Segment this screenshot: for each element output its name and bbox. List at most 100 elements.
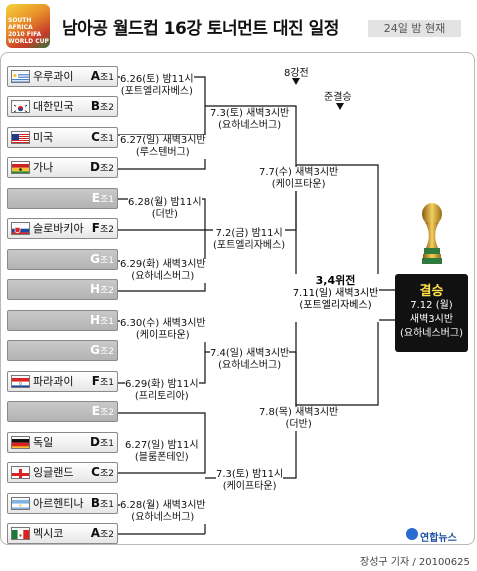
group-rank: 조2 (99, 469, 114, 479)
group-rank: 조1 (99, 439, 114, 449)
team-slot: G조1 (7, 249, 118, 270)
slovakia-flag-icon (11, 222, 30, 235)
group-rank: 조1 (99, 134, 114, 144)
usa-flag-icon (11, 131, 30, 144)
logo-text: SOUTH AFRICA 2010 FIFA WORLD CUP (8, 17, 49, 45)
team-name: 파라과이 (33, 375, 74, 388)
r16-match-5: 6.30(수) 새벽3시반(케이프타운) (120, 318, 206, 342)
third-place-venue: (포트엘리자베스) (299, 300, 372, 311)
group-letter: H (89, 282, 100, 296)
semifinal-label: 준결승 (324, 92, 352, 103)
date-badge: 24일 밤 현재 (368, 20, 461, 37)
group-rank: 조1 (99, 256, 114, 266)
group-position: D조1 (90, 433, 114, 454)
group-letter: G (90, 343, 100, 357)
qf-match-3: 7.4(일) 새벽3시반(요하네스버그) (210, 348, 290, 372)
final-box: 결승 7.12 (월) 새벽3시반 (요하네스버그) (395, 274, 468, 352)
group-letter: A (90, 69, 100, 83)
group-position: C조2 (91, 463, 114, 484)
group-rank: 조2 (99, 408, 114, 418)
group-position: H조1 (90, 311, 114, 332)
r16-match-7: 6.27(일) 밤11시(블룸폰테인) (125, 440, 199, 464)
team-slot: 우루과이 A조1 (7, 66, 118, 87)
group-position: D조2 (90, 158, 114, 179)
header: SOUTH AFRICA 2010 FIFA WORLD CUP 남아공 월드컵… (0, 0, 477, 50)
group-letter: C (91, 130, 100, 144)
team-slot: 독일 D조1 (7, 432, 118, 453)
team-slot: H조1 (7, 310, 118, 331)
team-name: 우루과이 (33, 70, 74, 83)
final-venue: (요하네스버그) (399, 328, 463, 339)
final-title: 결승 (419, 284, 444, 299)
group-letter: A (90, 526, 100, 540)
r16-match-4: 6.29(화) 새벽3시반(요하네스버그) (120, 259, 206, 283)
germany-flag-icon (11, 436, 30, 449)
team-slot: E조1 (7, 188, 118, 209)
group-rank: 조2 (99, 103, 114, 113)
group-letter: B (90, 496, 100, 510)
group-letter: H (89, 313, 100, 327)
group-rank: 조2 (99, 164, 114, 174)
group-position: A조1 (91, 67, 114, 88)
team-name: 독일 (33, 436, 54, 449)
group-position: B조1 (91, 494, 114, 515)
group-position: F조1 (92, 372, 114, 393)
group-position: G조1 (90, 250, 114, 271)
korea-flag-icon (11, 100, 30, 113)
qf-match-2: 7.2(금) 밤11시(포트엘리자베스) (213, 228, 286, 252)
team-name: 가나 (33, 161, 54, 174)
uruguay-flag-icon (11, 70, 30, 83)
sf-match-1: 7.7(수) 새벽3시반(케이프타운) (259, 167, 339, 191)
ghana-flag-icon (11, 161, 30, 174)
team-slot: H조2 (7, 279, 118, 300)
group-position: C조1 (91, 128, 114, 149)
credit-text: 장성구 기자 / 20100625 (360, 557, 470, 568)
group-rank: 조2 (99, 225, 114, 235)
team-slot: E조2 (7, 401, 118, 422)
team-name: 미국 (33, 131, 54, 144)
r16-match-8: 6.28(월) 새벽3시반(요하네스버그) (120, 500, 206, 524)
team-name: 슬로바키아 (33, 222, 84, 235)
group-position: B조2 (91, 97, 114, 118)
r16-match-2: 6.27(일) 새벽3시반(루스텐버그) (120, 135, 206, 159)
team-slot: G조2 (7, 340, 118, 361)
group-letter: E (91, 404, 100, 418)
group-letter: E (91, 191, 100, 205)
quarterfinal-arrow-icon (292, 78, 300, 85)
group-letter: G (90, 252, 100, 266)
group-rank: 조1 (99, 195, 114, 205)
qf-match-4: 7.3(토) 밤11시(케이프타운) (216, 469, 284, 493)
final-time: 새벽3시반 (409, 314, 454, 325)
group-rank: 조1 (99, 378, 114, 388)
group-position: E조2 (92, 402, 114, 423)
group-rank: 조2 (99, 530, 114, 540)
team-name: 멕시코 (33, 527, 64, 540)
team-name: 아르헨티나 (33, 497, 84, 510)
r16-match-3: 6.28(월) 밤11시(더반) (128, 197, 202, 221)
group-letter: C (91, 465, 100, 479)
semifinal-arrow-icon (336, 103, 344, 110)
team-slot: 아르헨티나 B조1 (7, 493, 118, 514)
group-letter: D (90, 160, 100, 174)
trophy-icon (422, 203, 442, 264)
page-title: 남아공 월드컵 16강 토너먼트 대진 일정 (62, 19, 339, 39)
r16-match-6: 6.29(화) 밤11시(프리토리아) (125, 379, 199, 403)
quarterfinal-label: 8강전 (284, 68, 309, 79)
agency-label: 연합뉴스 (420, 533, 457, 544)
group-rank: 조1 (99, 73, 114, 83)
third-place-title: 3,4위전 (315, 274, 356, 287)
group-rank: 조1 (99, 317, 114, 327)
yonhap-logo-icon (406, 528, 418, 540)
team-slot: 멕시코 A조2 (7, 523, 118, 544)
group-position: H조2 (90, 280, 114, 301)
r16-match-1: 6.26(토) 밤11시(포트엘리자베스) (120, 74, 194, 98)
group-rank: 조2 (99, 286, 114, 296)
argentina-flag-icon (11, 497, 30, 510)
team-slot: 가나 D조2 (7, 157, 118, 178)
team-slot: 미국 C조1 (7, 127, 118, 148)
group-letter: B (90, 99, 100, 113)
mexico-flag-icon (11, 527, 30, 540)
world-cup-logo: SOUTH AFRICA 2010 FIFA WORLD CUP (6, 4, 50, 48)
